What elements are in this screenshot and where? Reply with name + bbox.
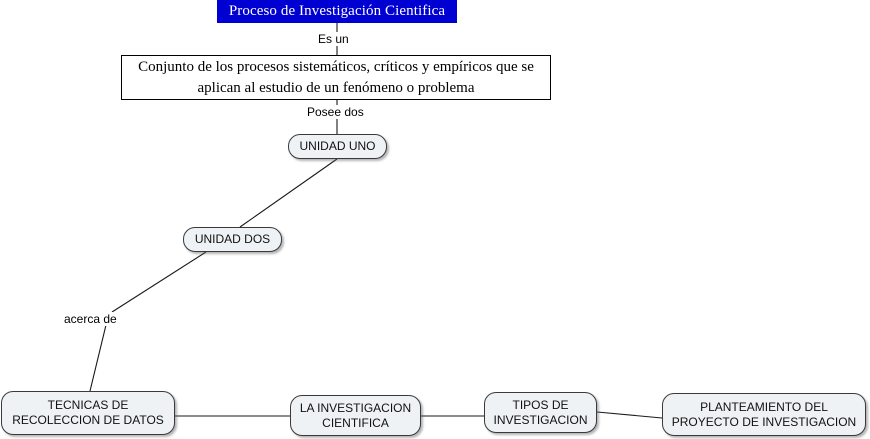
node-label-line2: PROYECTO DE INVESTIGACION — [671, 414, 857, 429]
node-tipos-de-investigacion[interactable]: TIPOS DE INVESTIGACION — [484, 392, 597, 433]
edge-unidaddos-to-acercade — [111, 251, 207, 313]
edge-tipos-to-planteamiento — [596, 411, 663, 419]
edge-unidaduno-to-unidaddos — [239, 158, 338, 228]
definition-box: Conjunto de los procesos sistemáticos, c… — [121, 55, 551, 100]
node-tecnicas-recoleccion-datos[interactable]: TECNICAS DE RECOLECCION DE DATOS — [1, 391, 175, 435]
node-label-line1: TECNICAS DE — [47, 398, 129, 412]
node-la-investigacion-cientifica[interactable]: LA INVESTIGACION CIENTIFICA — [290, 395, 421, 436]
node-unidad-uno[interactable]: UNIDAD UNO — [288, 134, 387, 159]
node-unidad-dos[interactable]: UNIDAD DOS — [183, 227, 282, 252]
node-label-line1: TIPOS DE — [512, 397, 569, 412]
node-label-line1: PLANTEAMIENTO DEL — [700, 399, 828, 414]
node-label-line1: LA INVESTIGACION — [299, 400, 412, 415]
diagram-title-banner: Proceso de Investigación Cientifica — [217, 0, 457, 23]
link-label-posee-dos: Posee dos — [305, 105, 366, 119]
node-planteamiento-proyecto-investigacion[interactable]: PLANTEAMIENTO DEL PROYECTO DE INVESTIGAC… — [662, 393, 866, 436]
node-label-line2: RECOLECCION DE DATOS — [12, 413, 164, 427]
link-label-es-un: Es un — [316, 32, 351, 46]
link-label-acerca-de: acerca de — [62, 312, 119, 326]
node-label-line2: INVESTIGACION — [493, 412, 588, 427]
edge-acercade-to-tecnicas — [89, 324, 107, 392]
node-label-line2: CIENTIFICA — [322, 415, 389, 430]
